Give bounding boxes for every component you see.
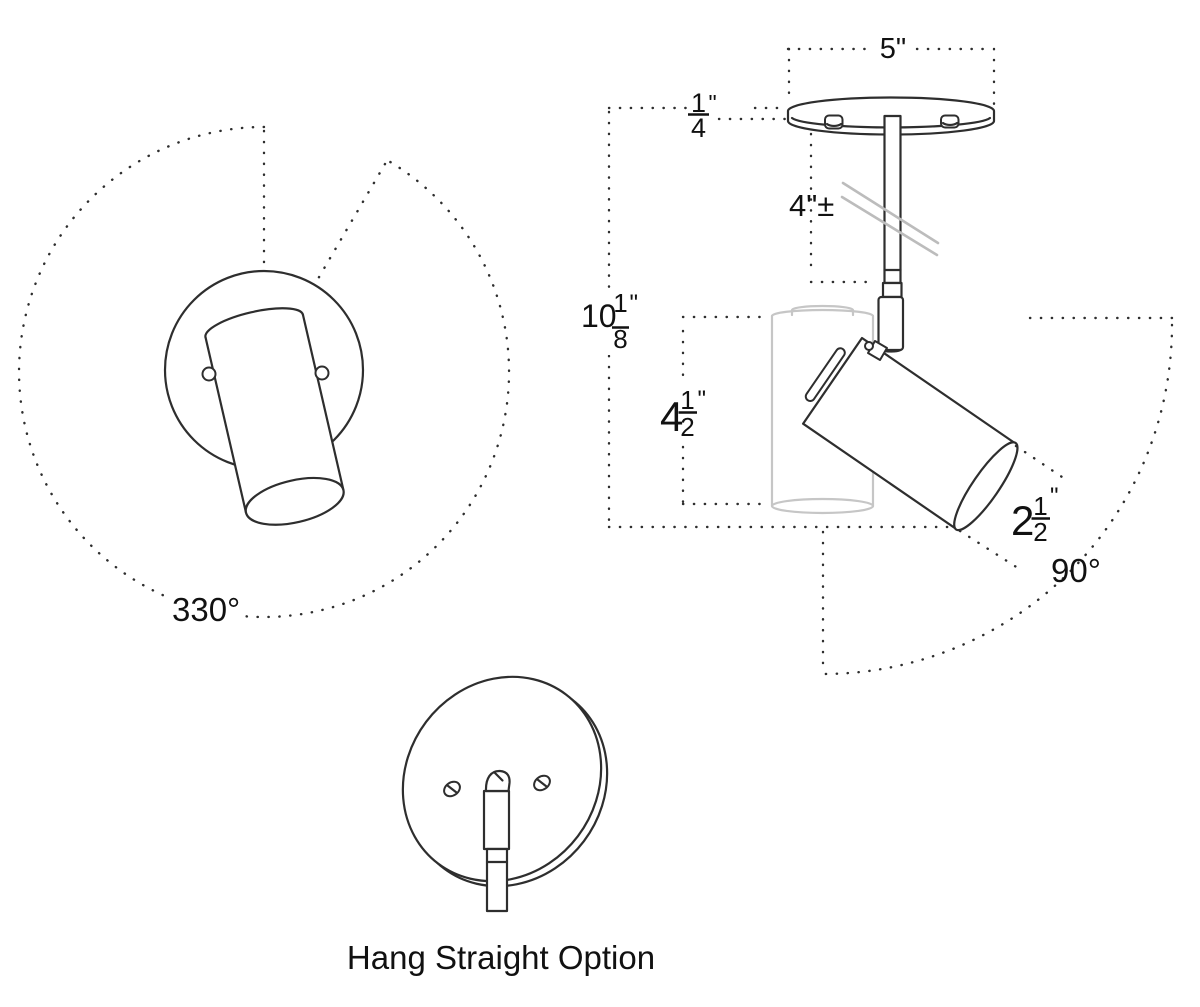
svg-text:1: 1 [1033, 491, 1047, 521]
dim-lamp-height-lines [681, 315, 767, 507]
swivel-body [877, 295, 905, 352]
canopy-screw-right [314, 365, 330, 381]
svg-text:2: 2 [680, 412, 694, 442]
top-view-rotation: 330° [17, 125, 511, 628]
svg-text:8: 8 [613, 324, 627, 354]
rotation-range-label: 330° [172, 591, 240, 628]
svg-text:4: 4 [691, 113, 706, 143]
svg-text:10: 10 [581, 298, 617, 334]
dim-overall-height-line [607, 110, 955, 529]
swivel-knuckle [864, 340, 888, 361]
svg-text:1: 1 [691, 88, 706, 118]
svg-text:": " [698, 386, 707, 413]
hang-straight-view: Hang Straight Option [347, 675, 655, 976]
hang-straight-caption: Hang Straight Option [347, 939, 655, 976]
hang-straight-ball-joint [484, 769, 511, 793]
dim-lamp-diameter-lines [958, 444, 1067, 572]
side-view-dimensions: 5" 1 4 " 10 1 8 " 4"± [576, 33, 1179, 676]
rotation-radial-line-60deg [313, 162, 387, 286]
stem-downrod [877, 114, 905, 353]
svg-text:": " [630, 290, 639, 317]
lamp-face-top-view [244, 476, 345, 526]
canopy-screw-left [201, 366, 217, 382]
lamp-diameter-label: 2 1 2 " [1011, 483, 1059, 547]
hang-straight-stem [482, 769, 511, 913]
stem-length-label: 4"± [789, 188, 834, 223]
lamp-face-side-view [953, 441, 1019, 532]
svg-text:1: 1 [680, 385, 694, 415]
dim-stem-length-lines [809, 132, 877, 284]
lamp-height-label: 4 1 2 " [660, 385, 706, 442]
overall-height-label: 10 1 8 " [581, 288, 638, 354]
lamp-top-view [204, 307, 345, 526]
tilt-arc-90 [821, 323, 1174, 676]
stem-break-mark [840, 181, 940, 257]
canopy-diameter-label: 5" [880, 33, 906, 65]
svg-text:": " [1050, 483, 1059, 510]
canopy-screw-hole-left [443, 780, 461, 798]
svg-text:2: 2 [1011, 497, 1034, 544]
svg-text:4: 4 [660, 393, 683, 440]
canopy-thickness-label: 1 4 " [688, 88, 717, 143]
svg-text:": " [709, 90, 717, 116]
svg-text:2: 2 [1033, 517, 1047, 547]
lamp-side-view-tilted [801, 336, 1019, 532]
stem-coupler [881, 281, 903, 299]
lamp-adjust-tab [804, 347, 846, 402]
canopy-screw-hole-right [533, 774, 551, 792]
svg-text:1: 1 [613, 288, 627, 318]
tilt-range-label: 90° [1051, 552, 1101, 589]
